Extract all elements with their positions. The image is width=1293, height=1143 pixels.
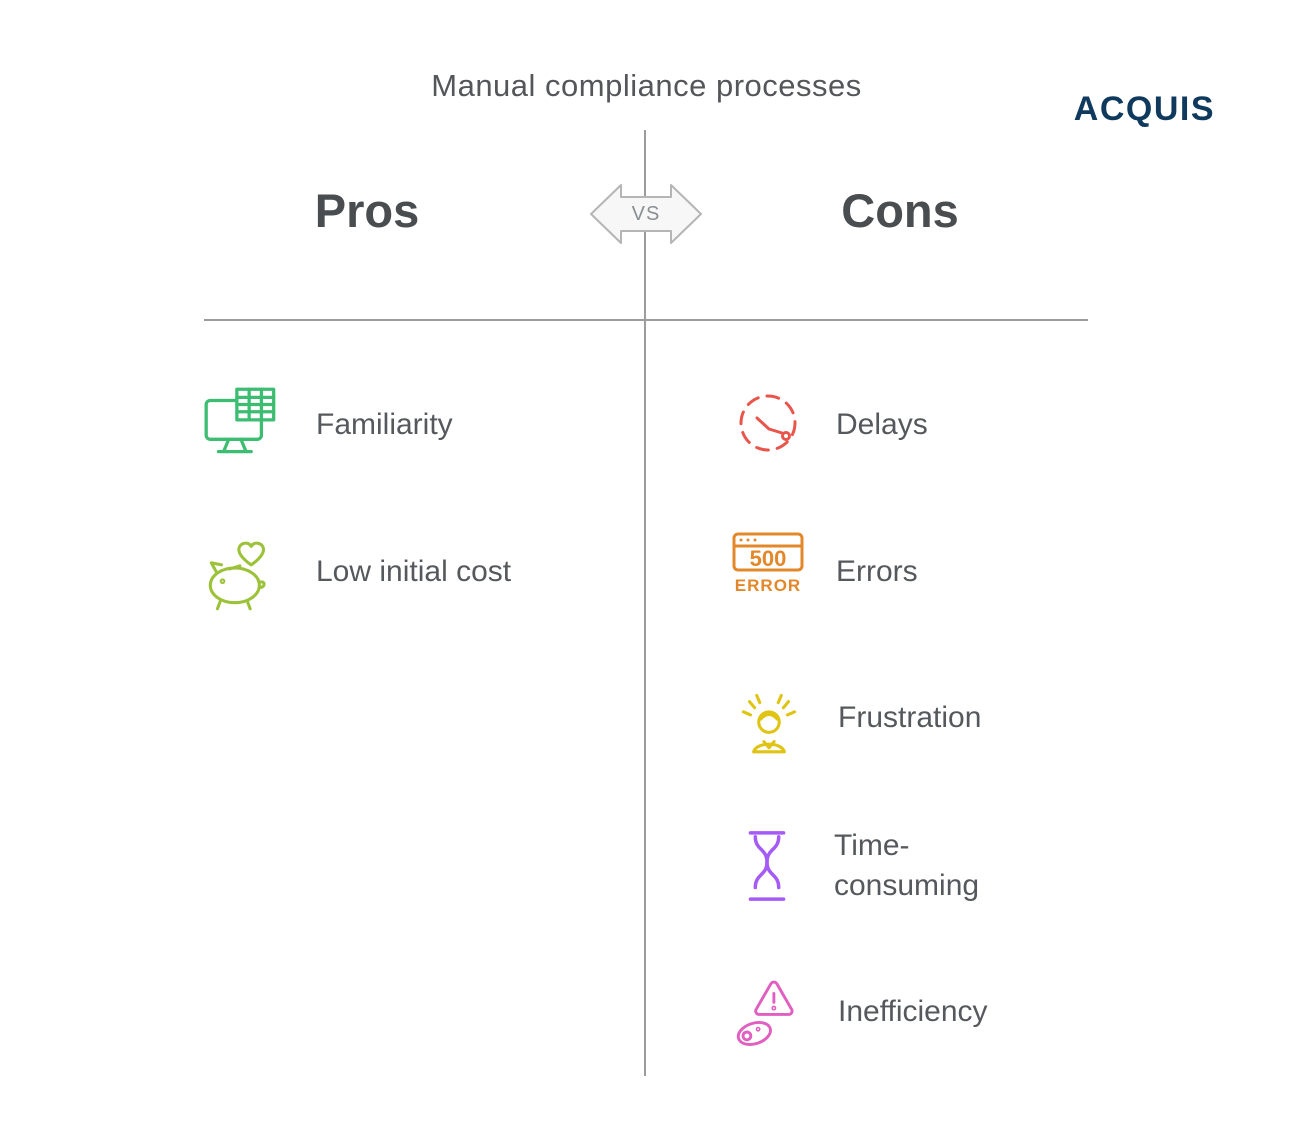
double-arrow-icon <box>590 184 702 244</box>
item-label: Time-consuming <box>834 829 980 902</box>
acquis-logo: ACQUIS <box>1073 90 1215 128</box>
item-label: Inefficiency <box>838 995 988 1029</box>
list-item: Delays <box>728 380 928 470</box>
item-label: Low initial cost <box>316 555 512 589</box>
hourglass-icon <box>728 823 806 909</box>
vertical-divider <box>644 130 646 1076</box>
stopwatch-delay-icon <box>728 385 808 465</box>
list-item: Low initial cost <box>198 524 511 620</box>
piggy-bank-heart-icon <box>198 527 288 617</box>
cons-heading: Cons <box>841 184 959 237</box>
item-label: Familiarity <box>316 408 453 442</box>
vs-badge: VS <box>587 176 705 252</box>
error-word-text: ERROR <box>735 576 801 595</box>
list-item: 500 ERROR Errors <box>728 522 918 622</box>
warning-triangle-mouse-icon <box>728 971 810 1053</box>
list-item: Time-consuming <box>728 814 1019 918</box>
item-label: Errors <box>836 555 918 589</box>
item-label: Frustration <box>838 701 982 735</box>
monitor-spreadsheet-icon <box>198 380 288 470</box>
page-title: Manual compliance processes <box>431 68 862 103</box>
list-item: Frustration <box>728 666 981 770</box>
browser-500-error-icon: 500 ERROR <box>728 528 808 616</box>
frustrated-person-icon <box>728 677 810 759</box>
item-label: Delays <box>836 408 928 442</box>
list-item: Inefficiency <box>728 960 988 1064</box>
pros-heading: Pros <box>314 184 420 237</box>
horizontal-divider <box>204 319 1088 321</box>
error-code-text: 500 <box>750 546 787 571</box>
list-item: Familiarity <box>198 378 453 472</box>
vs-label: VS <box>631 202 661 225</box>
